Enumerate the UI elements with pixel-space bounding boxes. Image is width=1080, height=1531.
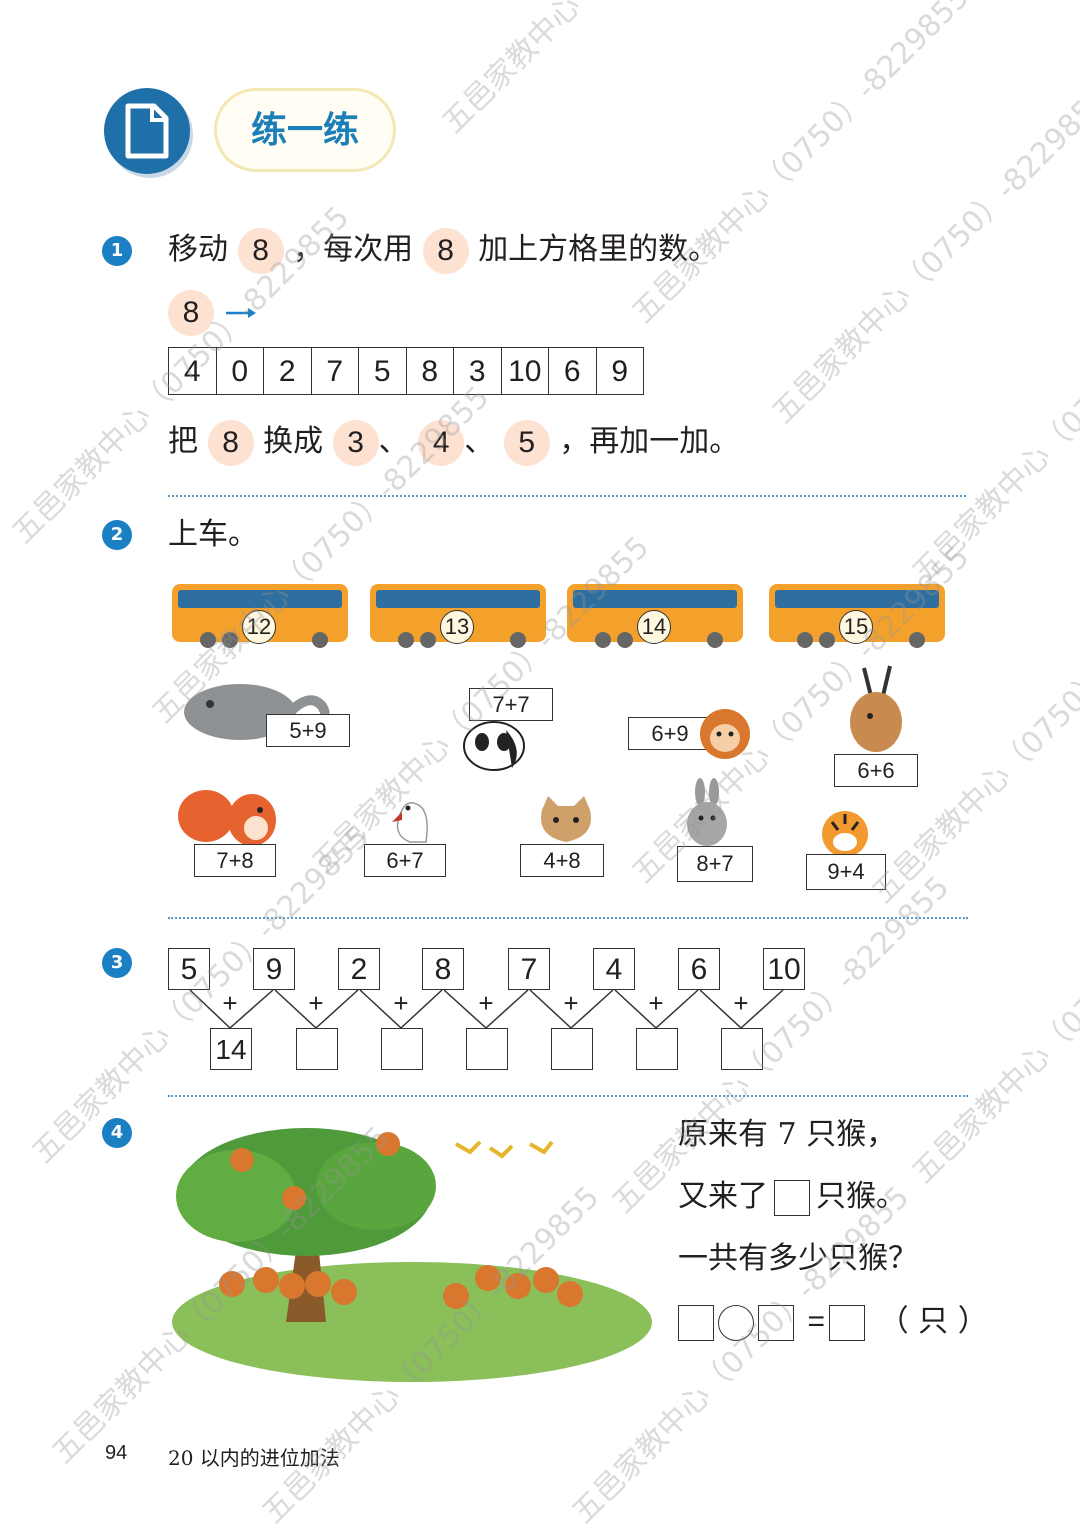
monkey-tree-illustration: [172, 1128, 652, 1382]
strip-cell: 8: [405, 348, 454, 394]
panda-illustration: [463, 721, 525, 771]
plus-sign: +: [563, 988, 579, 1018]
plus-sign: +: [308, 988, 324, 1018]
plus-sign: +: [222, 988, 238, 1018]
q4-line3: 一共有多少只猴？: [678, 1241, 918, 1276]
page-number: 94: [105, 1442, 128, 1464]
deer-illustration: [850, 665, 902, 752]
strip-cell: 6: [548, 348, 596, 394]
document-icon: [125, 103, 169, 159]
chapter-title: 20 以内的进位加法: [168, 1446, 340, 1470]
strip-cell: 9: [595, 348, 644, 394]
addend-box: 7: [508, 948, 550, 990]
peach-3: 3: [332, 420, 379, 466]
q1-instruction: 移动 8 ，每次用 8 加上方格里的数。: [168, 228, 718, 274]
question-number-1: 1: [102, 236, 132, 266]
addend-box: 10: [763, 948, 805, 990]
strip-cell: 7: [310, 348, 359, 394]
peach-8: 8: [207, 420, 254, 466]
peach-8: 8: [237, 228, 284, 274]
peach-4: 4: [418, 420, 465, 466]
dotted-divider: [168, 495, 966, 497]
question-number-3: 3: [102, 948, 132, 978]
bus-number: 14: [637, 610, 671, 644]
plus-sign: +: [478, 988, 494, 1018]
dotted-divider: [168, 1095, 968, 1097]
answer-box[interactable]: [758, 1304, 794, 1341]
addend-box: 4: [593, 948, 635, 990]
operator-circle[interactable]: [718, 1304, 754, 1341]
peach-8: 8: [422, 228, 469, 274]
dotted-divider: [168, 917, 968, 919]
q1-swap-instruction: 把 8 换成 3、 4、 5 ，再加一加。: [168, 420, 739, 466]
strip-cell: 10: [500, 348, 549, 394]
strip-cell: 2: [263, 348, 311, 394]
sum-box[interactable]: [381, 1028, 423, 1070]
animal-tag-rabbit[interactable]: 8+7: [677, 846, 753, 882]
q4-line2: 又来了只猴。: [678, 1179, 906, 1216]
answer-box[interactable]: [678, 1304, 714, 1341]
addend-box: 6: [678, 948, 720, 990]
bus: 13: [368, 580, 550, 654]
addend-box: 9: [253, 948, 295, 990]
bus-number: 13: [440, 610, 474, 644]
bus-number: 12: [242, 610, 276, 644]
document-icon-badge: [104, 88, 190, 174]
squirrel-illustration: [178, 790, 276, 846]
bus: 12: [170, 580, 352, 654]
strip-cell: 3: [453, 348, 501, 394]
peach-5: 5: [503, 420, 550, 466]
bus-number: 15: [839, 610, 873, 644]
rabbit-illustration: [687, 778, 727, 846]
section-title-pill: 练一练: [214, 88, 396, 172]
sum-box[interactable]: [636, 1028, 678, 1070]
sum-box[interactable]: [296, 1028, 338, 1070]
animal-tag-elephant[interactable]: 5+9: [266, 714, 350, 747]
right-arrow-icon: [226, 308, 256, 318]
answer-box[interactable]: [829, 1304, 866, 1341]
bus: 14: [565, 580, 747, 654]
plus-sign: +: [393, 988, 409, 1018]
animal-tag-tiger[interactable]: 9+4: [806, 854, 886, 890]
animal-tag-swan[interactable]: 6+7: [364, 844, 446, 877]
monkey-illustration: [700, 709, 750, 759]
strip-cell: 4: [183, 355, 201, 388]
q4-equation: = （ 只 ）: [678, 1302, 988, 1342]
sum-box[interactable]: [551, 1028, 593, 1070]
tiger-illustration: [822, 811, 868, 857]
q4-line1: 原来有 7 只猴，: [678, 1117, 897, 1152]
animal-tag-cat[interactable]: 4+8: [520, 844, 604, 877]
addend-box: 8: [422, 948, 464, 990]
plus-sign: +: [733, 988, 749, 1018]
animal-tag-panda[interactable]: 7+7: [469, 688, 553, 721]
sum-box[interactable]: 14: [210, 1028, 252, 1070]
swan-illustration: [392, 802, 428, 843]
mover-circle[interactable]: 8: [168, 290, 214, 336]
addend-box: 5: [168, 948, 210, 990]
question-number-4: 4: [102, 1118, 132, 1148]
strip-cell: 5: [358, 348, 406, 394]
addend-box: 2: [338, 948, 380, 990]
sum-box[interactable]: [721, 1028, 763, 1070]
plus-sign: +: [648, 988, 664, 1018]
cat-illustration: [541, 796, 591, 842]
q2-instruction: 上车。: [168, 517, 258, 552]
strip-cell: 0: [215, 348, 264, 394]
answer-box[interactable]: [774, 1180, 810, 1216]
section-title: 练一练: [250, 109, 359, 151]
sum-box[interactable]: [466, 1028, 508, 1070]
question-number-2: 2: [102, 520, 132, 550]
animal-tag-deer[interactable]: 6+6: [834, 754, 918, 787]
animal-tag-squirrel[interactable]: 7+8: [194, 844, 276, 877]
bus: 15: [767, 580, 949, 654]
animal-tag-monkey[interactable]: 6+9: [628, 717, 712, 750]
